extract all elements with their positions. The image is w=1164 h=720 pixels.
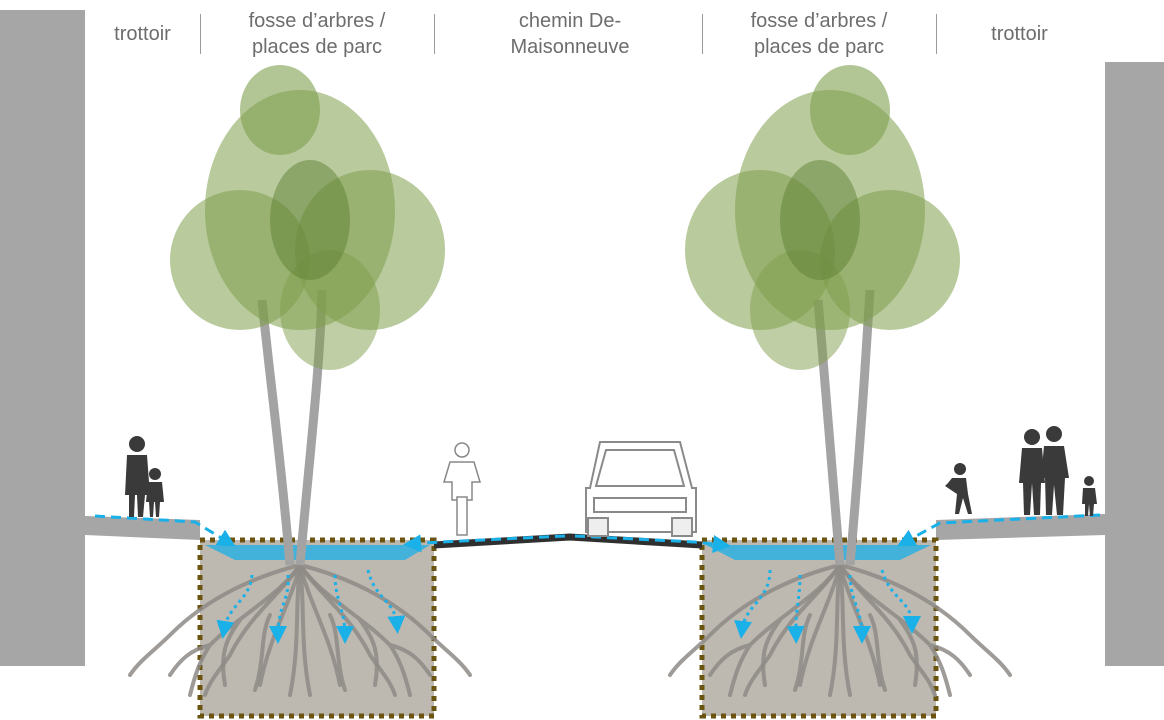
water-retention <box>205 545 430 560</box>
divider <box>936 14 937 54</box>
infiltration-arrows <box>216 569 921 644</box>
divider <box>434 14 435 54</box>
label-road: chemin De-Maisonneuve <box>510 10 630 58</box>
left-sidewalk <box>85 516 200 540</box>
runoff-arrows <box>94 513 1101 553</box>
car <box>585 441 697 537</box>
road-surface <box>433 533 703 549</box>
right-building-wall <box>1105 62 1164 666</box>
divider <box>200 14 201 54</box>
right-sidewalk <box>936 514 1105 540</box>
label-right-tree-pit: fosse d’arbres / places de parc <box>750 10 888 58</box>
right-tree <box>685 65 960 566</box>
left-building-wall <box>0 10 85 666</box>
label-left-tree-pit: fosse d’arbres / places de parc <box>248 10 386 58</box>
divider <box>702 14 703 54</box>
label-left-sidewalk: trottoir <box>114 23 171 45</box>
right-tree-pit <box>668 537 1012 719</box>
left-tree-pit <box>128 537 472 719</box>
pedestrians-right <box>945 426 1097 516</box>
label-right-sidewalk: trottoir <box>991 23 1048 45</box>
pedestrians-left <box>125 436 164 517</box>
cyclist <box>442 442 482 536</box>
left-tree <box>170 65 445 566</box>
water-retention <box>706 545 931 560</box>
